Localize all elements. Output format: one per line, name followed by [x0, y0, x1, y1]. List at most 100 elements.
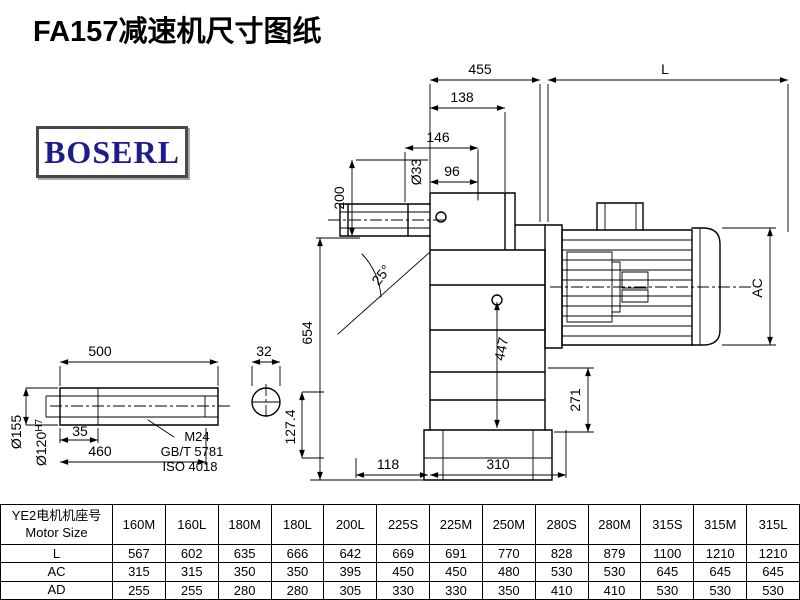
boserl-logo: BOSERL: [36, 126, 188, 178]
dim-654-label: 654: [299, 321, 315, 345]
dimension-value: 770: [481, 543, 536, 564]
dimension-value: 635: [217, 543, 272, 564]
dimension-value: 350: [270, 562, 325, 582]
dimension-value: 530: [746, 580, 800, 600]
bolt-spec-iso: ISO 4018: [163, 459, 218, 474]
dimension-value: 530: [693, 580, 748, 600]
gearbox-front-view: [337, 149, 553, 481]
centerlines: [50, 219, 752, 420]
bolt-spec-callout: M24 GB/T 5781 ISO 4018: [161, 429, 224, 474]
dimension-value: 350: [481, 580, 536, 600]
dimension-value: 305: [323, 580, 378, 600]
dim-447-label: 447: [491, 336, 512, 362]
dimension-value: 645: [693, 562, 748, 582]
motor-size-col: 250M: [481, 504, 536, 545]
dimension-value: 280: [217, 580, 272, 600]
dim-310: 310: [430, 430, 567, 478]
motor-size-col: 280S: [534, 504, 589, 545]
bolt-spec-m24: M24: [184, 429, 209, 444]
shaft-end-view: [251, 387, 281, 417]
dim-L: L: [547, 61, 789, 232]
dim-155-label: Ø155: [8, 415, 24, 449]
dimension-value: 669: [376, 543, 431, 564]
dimension-value: 691: [429, 543, 483, 564]
dimension-value: 395: [323, 562, 378, 582]
dimension-value: 255: [164, 580, 219, 600]
motor-size-col: 225S: [376, 504, 431, 545]
dim-118-label: 118: [377, 456, 400, 472]
motor-size-col: 315S: [640, 504, 695, 545]
dimension-value: 1210: [746, 543, 800, 564]
motor-size-col: 280M: [587, 504, 642, 545]
motor-size-col: 160L: [164, 504, 219, 545]
dim-460: 460: [60, 428, 207, 465]
dim-654: 654: [299, 237, 424, 481]
dimension-value: 645: [640, 562, 695, 582]
dimension-value: 450: [429, 562, 483, 582]
dim-AC-label: AC: [749, 278, 765, 297]
dimension-value: 450: [376, 562, 431, 582]
dim-271-label: 271: [567, 388, 583, 412]
dimension-value: 330: [376, 580, 431, 600]
dim-138: 138: [430, 89, 506, 192]
dim-96-label: 96: [444, 163, 460, 179]
dim-35-label: 35: [72, 423, 88, 439]
dimension-value: 410: [534, 580, 589, 600]
dim-25deg-label: 25°: [368, 262, 394, 289]
motor-size-col: 225M: [429, 504, 483, 545]
dim-120-sup: H7: [34, 419, 45, 432]
shaft-detail-view: [59, 387, 219, 438]
dimension-value: 315: [164, 562, 219, 582]
dim-146-label: 146: [426, 129, 450, 145]
dimension-value: 280: [270, 580, 325, 600]
dimension-value: 879: [587, 543, 642, 564]
row-label: L: [0, 543, 113, 564]
dim-127-label: 127.4: [282, 409, 298, 444]
dim-d33-label: Ø33: [408, 159, 424, 186]
dim-455-label: 455: [468, 61, 492, 77]
dimension-value: 530: [587, 562, 642, 582]
dim-500: 500: [59, 343, 219, 386]
row-label: AD: [0, 580, 113, 600]
dim-L-label: L: [661, 61, 669, 77]
dim-138-label: 138: [450, 89, 474, 105]
dim-127: 127.4: [282, 391, 324, 459]
dimension-value: 480: [481, 562, 536, 582]
motor-size-col: 315M: [693, 504, 748, 545]
motor-size-col: 180L: [270, 504, 325, 545]
dim-310-label: 310: [486, 456, 510, 472]
dim-120: Ø120H7: [33, 395, 60, 466]
dim-460-label: 460: [88, 443, 112, 459]
dim-d33: Ø33: [408, 159, 424, 186]
dimension-value: 410: [587, 580, 642, 600]
dim-120-label: Ø120H7: [33, 419, 49, 466]
motor-size-col: 160M: [112, 504, 166, 545]
dim-118: 118: [355, 456, 428, 478]
motor-size-header-cn: YE2电机机座号: [11, 508, 102, 524]
dimension-value: 530: [534, 562, 589, 582]
dim-120-main: Ø120: [33, 432, 49, 466]
motor-size-col: 180M: [217, 504, 272, 545]
dimension-value: 255: [112, 580, 166, 600]
dimension-value: 330: [429, 580, 483, 600]
dim-500-label: 500: [88, 343, 112, 359]
dimension-value: 602: [164, 543, 219, 564]
dim-96: 96: [430, 163, 478, 185]
dim-32-label: 32: [256, 343, 272, 359]
dimension-value: 530: [640, 580, 695, 600]
dim-200: 200: [331, 159, 428, 236]
motor-size-header-en: Motor Size: [25, 524, 88, 540]
dim-32: 32: [251, 343, 281, 386]
dim-200-label: 200: [331, 186, 347, 210]
dim-AC: AC: [722, 227, 776, 346]
page-title: FA157减速机尺寸图纸: [33, 16, 322, 48]
motor-size-col: 315L: [746, 504, 800, 545]
dimension-value: 645: [746, 562, 800, 582]
dim-271: 271: [548, 367, 594, 433]
motor-size-col: 200L: [323, 504, 378, 545]
